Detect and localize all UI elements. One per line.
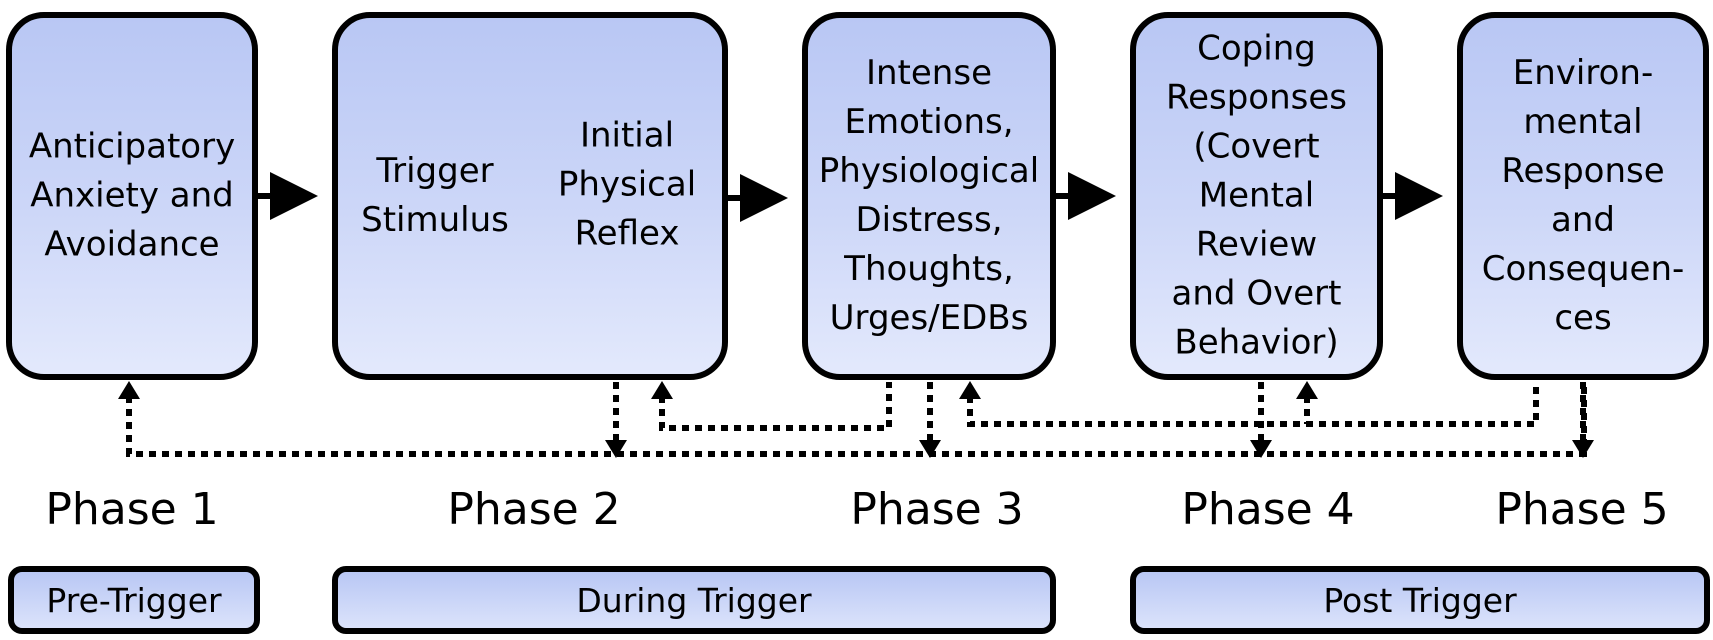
arrowhead-down-phase2 xyxy=(605,440,627,458)
initial-physical-reflex-text: Initial Physical Reflex xyxy=(557,115,697,254)
period-post-trigger: Post Trigger xyxy=(1130,566,1710,634)
phase1-text: Anticipatory Anxiety and Avoidance xyxy=(28,126,236,265)
trigger-stimulus-text: Trigger Stimulus xyxy=(361,151,509,240)
arrowhead-down-phase5 xyxy=(1572,440,1594,458)
feedback-arrowheads xyxy=(118,381,1594,458)
arrowhead-up-phase4 xyxy=(1296,381,1318,399)
phase-label-3: Phase 3 xyxy=(850,484,1024,535)
period-post-trigger-label: Post Trigger xyxy=(1323,580,1517,620)
feedback-loop-upper xyxy=(659,382,1539,431)
phase-label-5: Phase 5 xyxy=(1495,484,1669,535)
phase4-text: Coping Responses (Covert Mental Review a… xyxy=(1165,28,1347,363)
phase3-text: Intense Emotions, Physiological Distress… xyxy=(818,53,1040,338)
phase3-box: Intense Emotions, Physiological Distress… xyxy=(802,12,1056,380)
phase2-left-half: Trigger Stimulus xyxy=(338,18,532,374)
arrowhead-up-phase3 xyxy=(959,381,981,399)
phase5-text: Environ- mental Response and Consequen- … xyxy=(1481,53,1685,338)
period-during-trigger: During Trigger xyxy=(332,566,1056,634)
phase5-box: Environ- mental Response and Consequen- … xyxy=(1457,12,1709,380)
phase-label-2: Phase 2 xyxy=(447,484,621,535)
phase2-box: Trigger Stimulus Initial Physical Reflex xyxy=(332,12,728,380)
phase-label-1: Phase 1 xyxy=(45,484,219,535)
phase4-box: Coping Responses (Covert Mental Review a… xyxy=(1130,12,1383,380)
period-during-trigger-label: During Trigger xyxy=(576,580,812,620)
period-pre-trigger: Pre-Trigger xyxy=(8,566,260,634)
phase1-box: Anticipatory Anxiety and Avoidance xyxy=(6,12,258,380)
arrowhead-up-phase2 xyxy=(651,381,673,399)
arrowhead-down-phase3 xyxy=(919,440,941,458)
arrowhead-down-phase4 xyxy=(1250,440,1272,458)
phase2-right-half: Initial Physical Reflex xyxy=(532,18,722,374)
arrowhead-up-phase1 xyxy=(118,381,140,399)
feedback-loop-lower xyxy=(126,382,1587,457)
period-pre-trigger-label: Pre-Trigger xyxy=(46,580,222,620)
phase-label-4: Phase 4 xyxy=(1181,484,1355,535)
